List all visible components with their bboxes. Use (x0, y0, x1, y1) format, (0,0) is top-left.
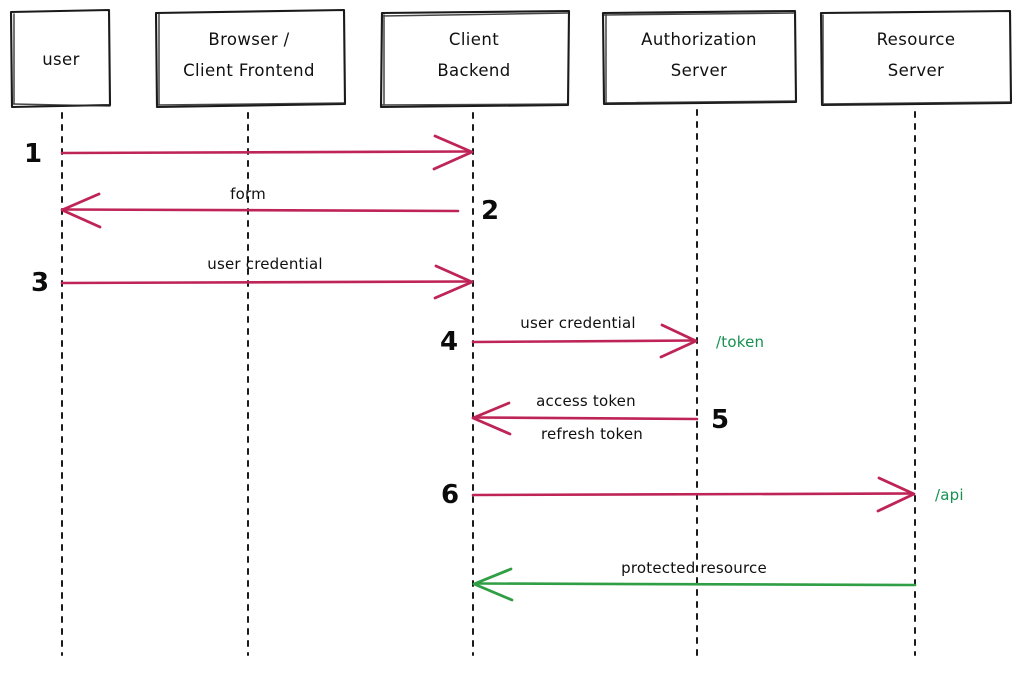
message-4-arrowhead (659, 323, 698, 359)
message-3-label: user credential (207, 255, 322, 273)
participant-label-auth-server-line2: Server (671, 61, 728, 80)
message-2-label: form (230, 185, 266, 203)
participant-label-resource-server-line1: Resource (877, 30, 956, 49)
message-4-endpoint-label: /token (716, 333, 764, 351)
message-3-step-number: 3 (31, 268, 49, 298)
participant-box-sketch-edge (156, 13, 346, 106)
message-5-label-access-token: access token (536, 392, 636, 410)
message-5-arrowhead (471, 401, 512, 436)
message-6-endpoint-label: /api (935, 486, 964, 504)
message-1-arrowhead (432, 134, 474, 171)
message-6[interactable]: 6 /api (441, 476, 964, 513)
participant-box-sketch-edge (381, 12, 569, 106)
participant-box-outline (601, 9, 798, 106)
participant-label-user: user (42, 50, 80, 69)
message-2-line (62, 208, 460, 213)
message-5-label-refresh-token: refresh token (541, 425, 643, 443)
participant-label-client-backend-line2: Backend (437, 61, 510, 80)
message-2-arrowhead (60, 192, 102, 229)
message-4-label: user credential (520, 314, 635, 332)
message-2-step-number: 2 (481, 196, 499, 226)
message-1-step-number: 1 (24, 139, 42, 169)
participant-auth-server[interactable]: Authorization Server (601, 9, 798, 106)
message-4-line (471, 339, 696, 344)
message-6-arrowhead (876, 476, 916, 513)
participant-box-outline (819, 9, 1013, 107)
participant-client-backend[interactable]: Client Backend (379, 9, 571, 109)
message-5-step-number: 5 (711, 405, 729, 435)
message-3[interactable]: user credential 3 (31, 255, 474, 300)
message-1[interactable]: 1 (24, 134, 474, 171)
participant-label-browser-line1: Browser / (208, 30, 289, 49)
participant-box-outline (379, 9, 571, 109)
participant-browser[interactable]: Browser / Client Frontend (154, 8, 347, 109)
message-2[interactable]: form 2 (60, 185, 499, 229)
message-4-step-number: 4 (440, 327, 458, 357)
participant-user[interactable]: user (9, 8, 112, 109)
message-1-line (60, 150, 472, 155)
message-5-line (473, 416, 699, 421)
participant-box-outline (154, 8, 347, 109)
participant-label-browser-line2: Client Frontend (183, 61, 315, 80)
participant-label-resource-server-line2: Server (888, 61, 945, 80)
participant-box-outline (9, 8, 112, 109)
message-6-step-number: 6 (441, 480, 459, 510)
participant-label-auth-server-line1: Authorization (641, 30, 757, 49)
message-6-line (471, 492, 914, 497)
participant-box-sketch-edge (603, 12, 797, 104)
message-4[interactable]: user credential 4 /token (440, 314, 764, 359)
participant-box-sketch-edge (12, 13, 111, 107)
message-protected-resource[interactable]: protected resource (472, 559, 917, 602)
participant-label-client-backend-line1: Client (449, 30, 499, 49)
message-5[interactable]: access token refresh token 5 (471, 392, 729, 443)
participant-box-sketch-edge (821, 14, 1012, 105)
participant-resource-server[interactable]: Resource Server (819, 9, 1013, 107)
message-protected-resource-label: protected resource (621, 559, 767, 577)
message-3-arrowhead (433, 264, 474, 300)
message-3-line (60, 280, 472, 285)
message-protected-resource-arrowhead (472, 567, 514, 602)
message-protected-resource-line (474, 582, 917, 587)
